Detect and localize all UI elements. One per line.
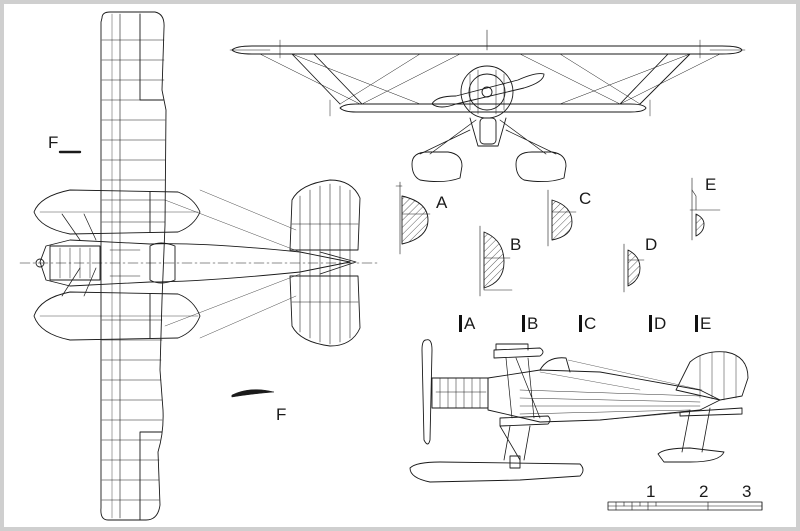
- station-marker-a-label: A: [464, 314, 476, 333]
- side-float-main: [409, 461, 584, 483]
- scale-label-3: 3: [742, 482, 752, 501]
- section-label-f-bottom: F: [276, 405, 287, 424]
- side-upper-wing: [493, 347, 544, 359]
- plan-wing-ribs: [101, 39, 166, 501]
- section-a: [401, 195, 429, 245]
- rib-sections: [395, 177, 721, 297]
- station-marker-e: E: [695, 315, 711, 332]
- plan-tailplane: [289, 179, 361, 251]
- section-label-b: B: [510, 235, 522, 254]
- side-engine: [431, 377, 489, 409]
- side-propeller: [421, 339, 433, 445]
- section-c: [551, 199, 573, 241]
- section-d: [627, 249, 641, 287]
- section-b: [483, 231, 505, 289]
- station-marker-d: D: [649, 315, 666, 332]
- station-marker-e-label: E: [700, 314, 712, 333]
- front-float-left: [411, 151, 463, 183]
- scale-bar: [607, 501, 763, 511]
- plan-upper-wing: [100, 11, 167, 521]
- station-marker-c: C: [579, 315, 596, 332]
- station-marker-b-label: B: [527, 314, 539, 333]
- front-view: [229, 29, 746, 183]
- plan-float-upper: [33, 189, 201, 235]
- front-lower-wing: [339, 103, 647, 113]
- section-label-a: A: [436, 193, 448, 212]
- scale-label-1: 1: [646, 482, 656, 501]
- section-label-d: D: [645, 235, 658, 254]
- section-label-e: E: [705, 175, 717, 194]
- airfoil-section-f: [231, 389, 275, 398]
- side-fin: [675, 351, 749, 401]
- plan-float-lower: [33, 291, 201, 341]
- section-label-f-side: F: [48, 133, 59, 152]
- side-lower-wing: [499, 415, 551, 427]
- station-marker-d-label: D: [654, 314, 667, 333]
- section-label-c: C: [579, 189, 592, 208]
- side-float-tail: [657, 447, 725, 463]
- station-marker-b: B: [522, 315, 538, 332]
- station-marker-a: A: [459, 315, 475, 332]
- front-float-right: [515, 151, 567, 183]
- front-propeller: [431, 73, 545, 108]
- plan-view: [19, 11, 381, 521]
- side-fuselage: [487, 369, 721, 423]
- station-marker-c-label: C: [584, 314, 597, 333]
- side-view: [409, 339, 749, 483]
- scale-label-2: 2: [699, 482, 709, 501]
- section-e: [695, 213, 705, 237]
